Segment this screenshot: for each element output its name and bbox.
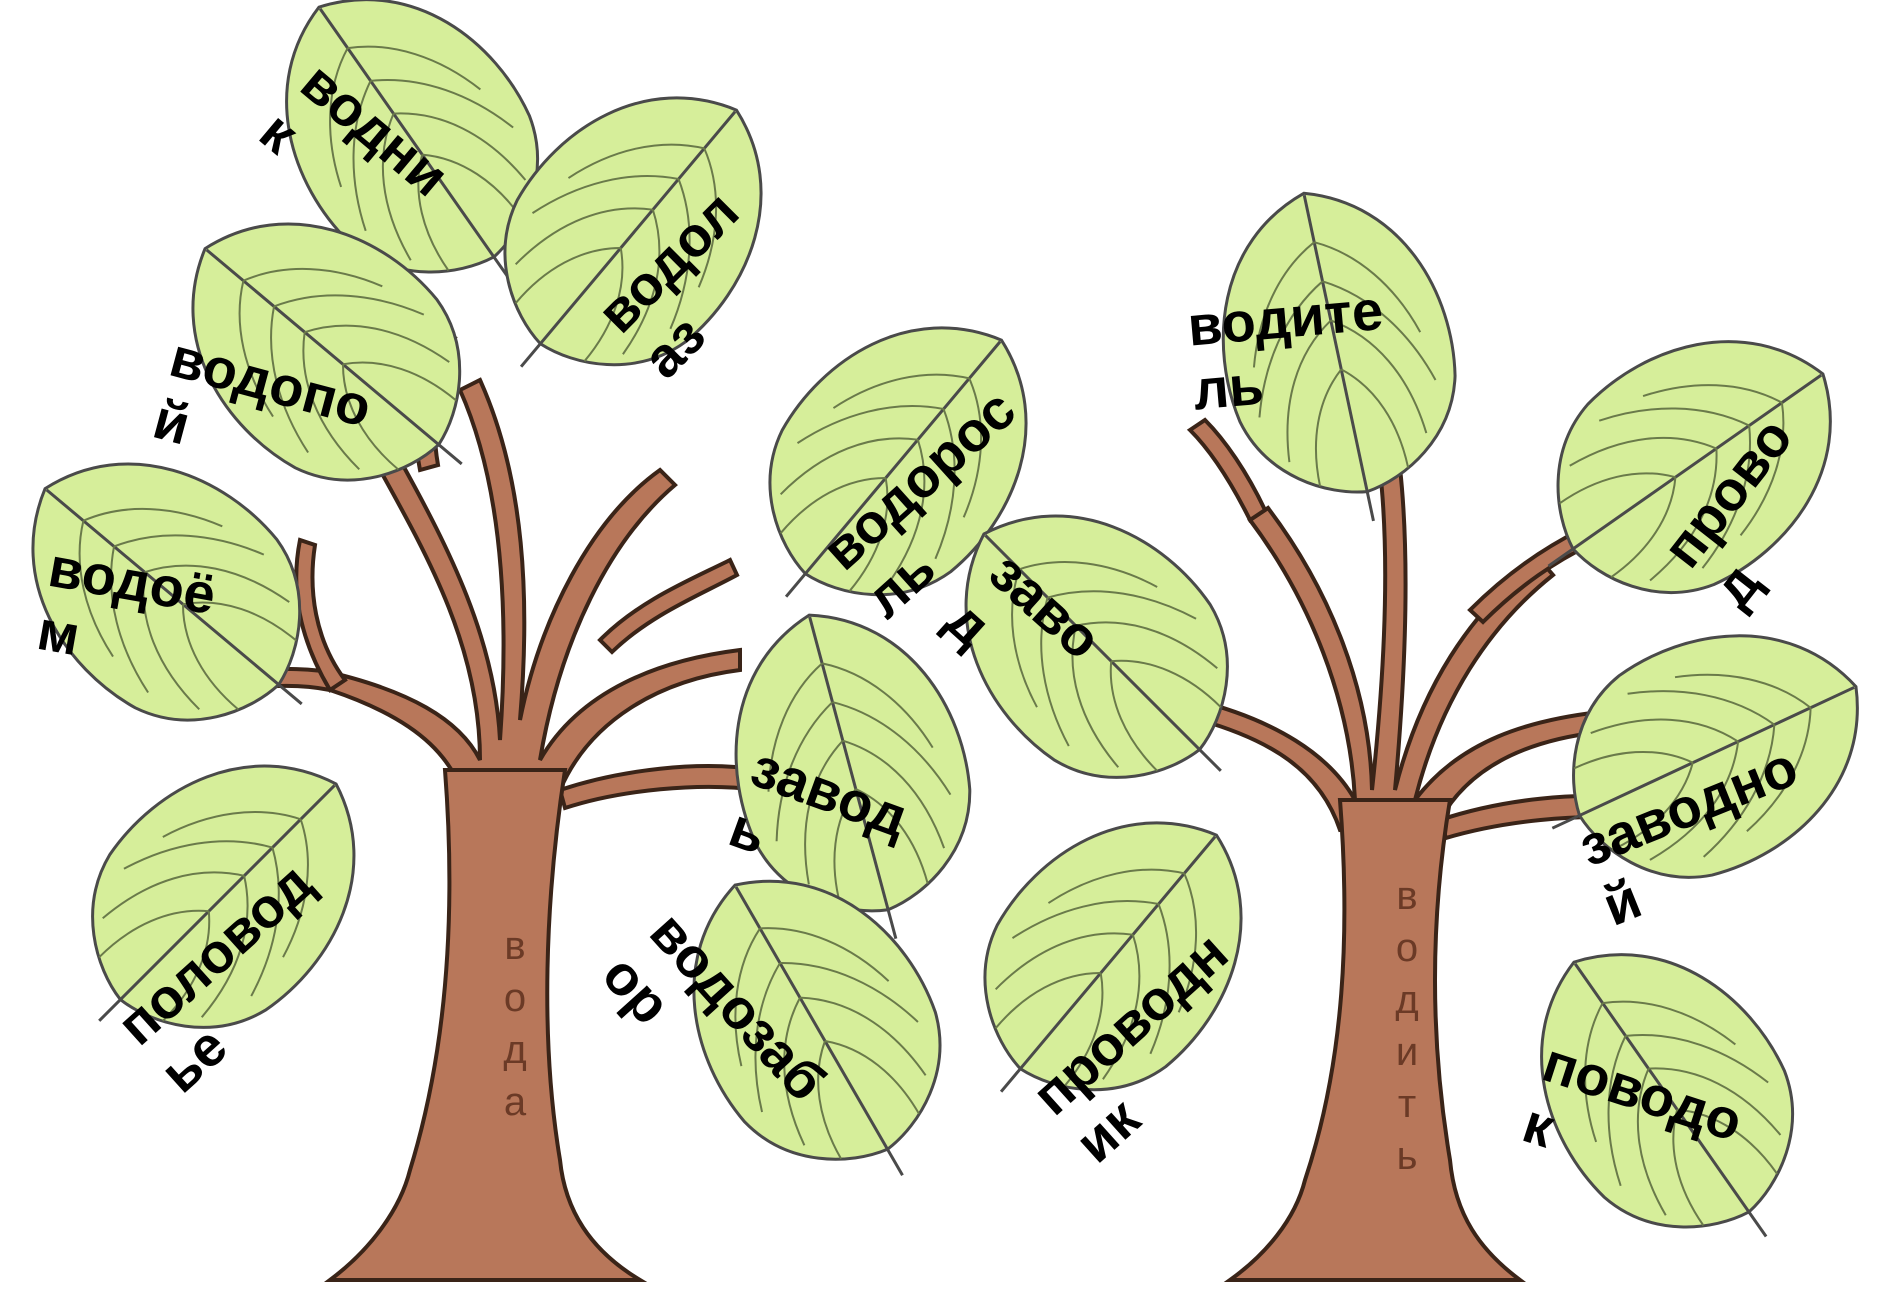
leaf-word-voditel: водите ль xyxy=(1185,277,1386,422)
left-tree-branches xyxy=(182,327,763,823)
root-word-voda: в о д а xyxy=(503,924,527,1124)
root-word-vodit: в о д и т ь xyxy=(1395,874,1419,1178)
left-tree-trunk xyxy=(324,768,648,1282)
right-tree-trunk xyxy=(1223,798,1526,1282)
